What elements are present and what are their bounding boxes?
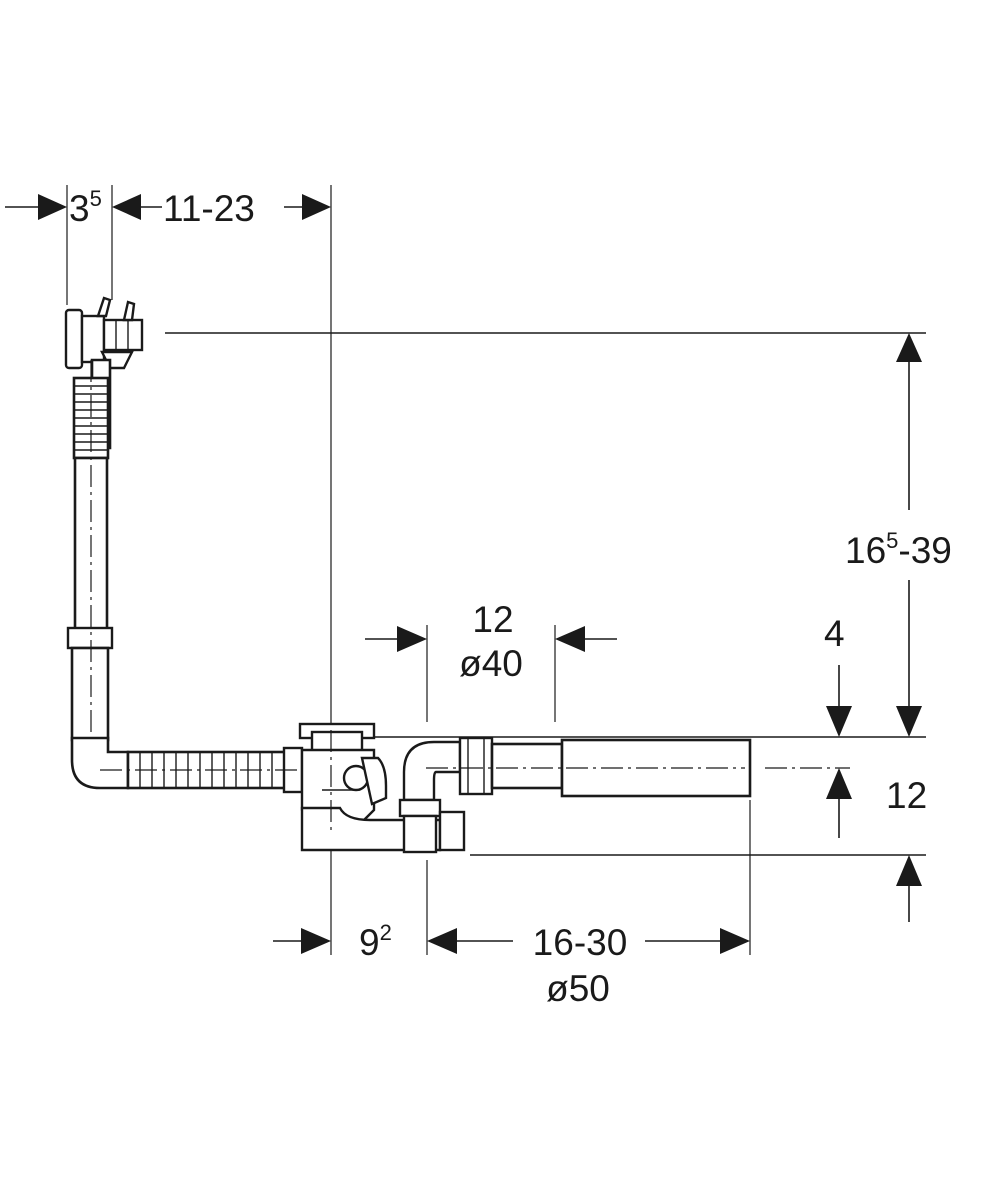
dimension-12-d40	[365, 626, 617, 652]
dimension-9-2	[273, 928, 331, 954]
dim-label-11-23: 11-23	[163, 188, 255, 229]
dim-label-d40: ø40	[459, 643, 523, 684]
dim-label-16-5-39: 165-39	[845, 528, 952, 571]
dim-label-12-right: 12	[886, 775, 927, 816]
dimension-12-right	[826, 768, 922, 922]
overflow-head	[64, 296, 144, 370]
dimension-4	[826, 665, 852, 737]
dim-label-16-30: 16-30	[533, 922, 628, 963]
dimension-top	[5, 194, 331, 220]
dimension-right-height	[896, 333, 922, 737]
trap-elbow	[398, 736, 752, 854]
dimension-16-30-d50	[427, 928, 750, 954]
dim-label-d50: ø50	[546, 968, 610, 1009]
overflow-pipe	[66, 358, 130, 790]
dim-label-4: 4	[824, 613, 845, 654]
dim-label-3-5: 35	[69, 186, 102, 229]
connecting-hose	[100, 746, 304, 794]
dim-label-12: 12	[472, 599, 513, 640]
dim-label-9-2: 92	[359, 920, 392, 963]
extension-lines	[66, 185, 926, 955]
